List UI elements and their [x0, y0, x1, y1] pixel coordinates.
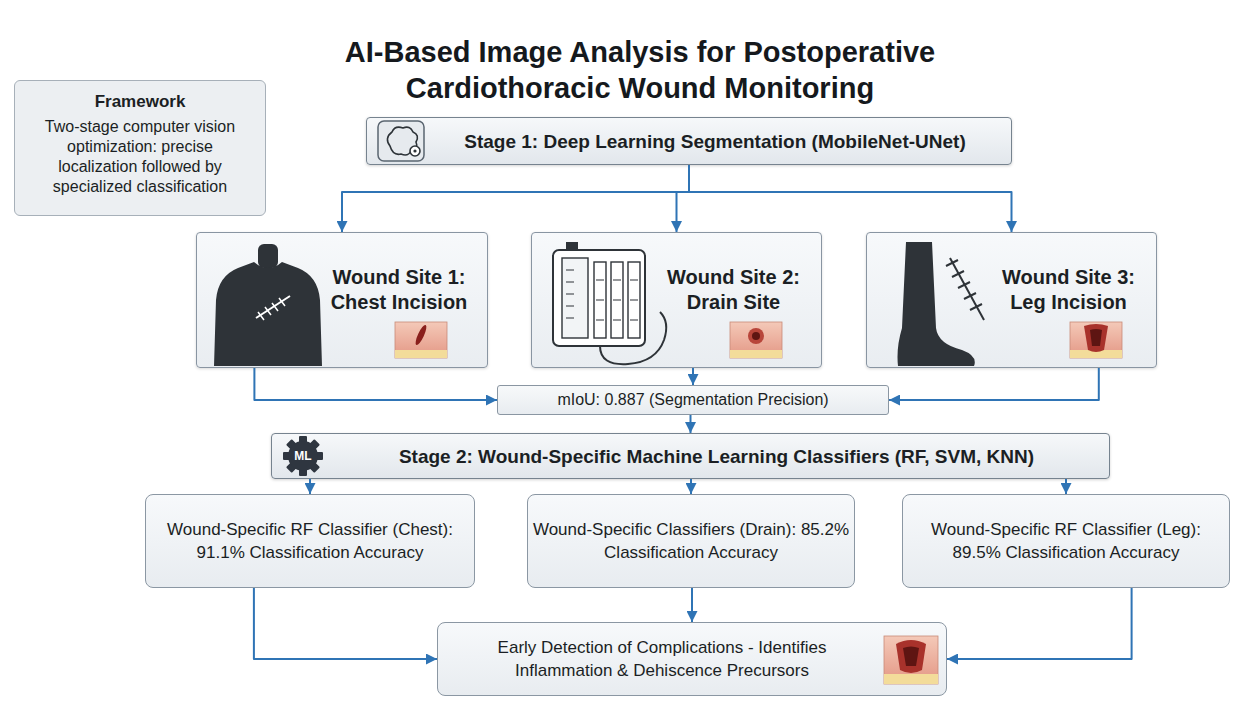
torso-silhouette	[214, 262, 322, 366]
drain-chamber	[628, 262, 640, 338]
flow-arrow	[1065, 479, 1067, 494]
fat-layer	[730, 350, 782, 358]
skin-patch	[884, 636, 938, 684]
node-text: Wound Site 2: Drain Site	[654, 265, 814, 315]
skin-patch	[395, 322, 447, 358]
stitch-marks	[258, 298, 285, 320]
node-body-text: Two-stage computer vision optimization: …	[31, 117, 249, 197]
flow-arrow	[309, 479, 311, 494]
incision-line	[950, 258, 984, 320]
wound-site-box: Wound Site 1: Chest Incision	[196, 232, 488, 368]
flow-arrow	[947, 588, 1132, 659]
node-text: Wound Site 1: Chest Incision	[319, 265, 479, 315]
gear-teeth	[283, 436, 323, 476]
gear-body	[288, 441, 318, 471]
leg-illustration	[898, 242, 985, 366]
stage-box: Stage 2: Wound-Specific Machine Learning…	[271, 433, 1110, 479]
skin-patch	[730, 322, 782, 358]
wound-site-box: Wound Site 3: Leg Incision	[866, 232, 1157, 368]
leg-silhouette	[898, 242, 975, 366]
drain-chamber	[611, 262, 623, 338]
graduation-marks	[566, 270, 638, 320]
flow-arrow	[692, 368, 694, 385]
gear-symbol	[410, 146, 420, 156]
outcome-box: Early Detection of Complications - Ident…	[437, 622, 947, 696]
drain-opening	[752, 332, 760, 340]
flow-arrow	[690, 479, 692, 494]
wound-bed	[1090, 329, 1102, 346]
wound-image	[884, 636, 938, 684]
classifier-box: Wound-Specific RF Classifier (Chest): 91…	[145, 494, 475, 588]
fat-layer	[395, 350, 447, 358]
open-wound	[896, 640, 926, 673]
open-wound	[1084, 324, 1108, 352]
skin-patch	[1070, 322, 1122, 358]
node-text: Wound Site 3: Leg Incision	[989, 265, 1149, 315]
wound-thumbnail	[395, 322, 447, 358]
node-text: Stage 1: Deep Learning Segmentation (Mob…	[464, 130, 965, 153]
drain-tube	[600, 312, 666, 364]
fat-layer	[1070, 350, 1122, 358]
node-text: Early Detection of Complications - Ident…	[448, 636, 876, 682]
incision-line	[256, 296, 290, 318]
node-text: Wound-Specific RF Classifier (Chest): 91…	[150, 518, 470, 564]
flow-arrow	[254, 588, 437, 659]
node-text: Wound-Specific Classifiers (Drain): 85.2…	[532, 518, 850, 564]
drain-illustration	[553, 242, 666, 364]
flow-arrow	[691, 588, 693, 622]
ml-gear-icon	[283, 436, 323, 476]
drain-wound	[748, 328, 764, 344]
drain-chamber	[594, 262, 606, 338]
brain-gear-icon	[378, 121, 424, 161]
icon-frame	[378, 121, 424, 161]
node-text: Framework	[95, 91, 186, 113]
flow-arrow	[889, 368, 1099, 400]
flow-arrow	[254, 368, 497, 400]
neck-shape	[258, 244, 278, 268]
node-text: mIoU: 0.887 (Segmentation Precision)	[557, 390, 828, 410]
flow-arrow	[342, 165, 689, 232]
diagram-title: AI-Based Image Analysis for Postoperativ…	[290, 34, 990, 106]
brain-outline	[387, 127, 417, 155]
flow-arrow	[677, 165, 690, 232]
classifier-box: Wound-Specific RF Classifier (Leg): 89.5…	[902, 494, 1230, 588]
node-text: Wound-Specific RF Classifier (Leg): 89.5…	[907, 518, 1225, 564]
fat-layer	[884, 674, 938, 684]
gear-hub	[413, 149, 416, 152]
stitch-marks	[946, 260, 982, 310]
flow-arrow	[690, 415, 692, 433]
flow-arrow	[689, 165, 1012, 232]
incision-slit	[414, 324, 429, 346]
node-text: Stage 2: Wound-Specific Machine Learning…	[399, 445, 1034, 468]
classifier-box: Wound-Specific Classifiers (Drain): 85.2…	[527, 494, 855, 588]
metric-box: mIoU: 0.887 (Segmentation Precision)	[497, 385, 889, 415]
wound-bed	[903, 647, 919, 667]
drain-panel	[562, 258, 588, 338]
wound-thumbnail	[1070, 322, 1122, 358]
wound-thumbnail	[730, 322, 782, 358]
framework-box: FrameworkTwo-stage computer vision optim…	[14, 80, 266, 216]
drain-cap	[566, 242, 578, 250]
stage-box: Stage 1: Deep Learning Segmentation (Mob…	[366, 117, 1012, 165]
drain-canister	[553, 250, 645, 346]
wound-site-box: Wound Site 2: Drain Site	[531, 232, 822, 368]
chest-illustration	[214, 244, 322, 366]
